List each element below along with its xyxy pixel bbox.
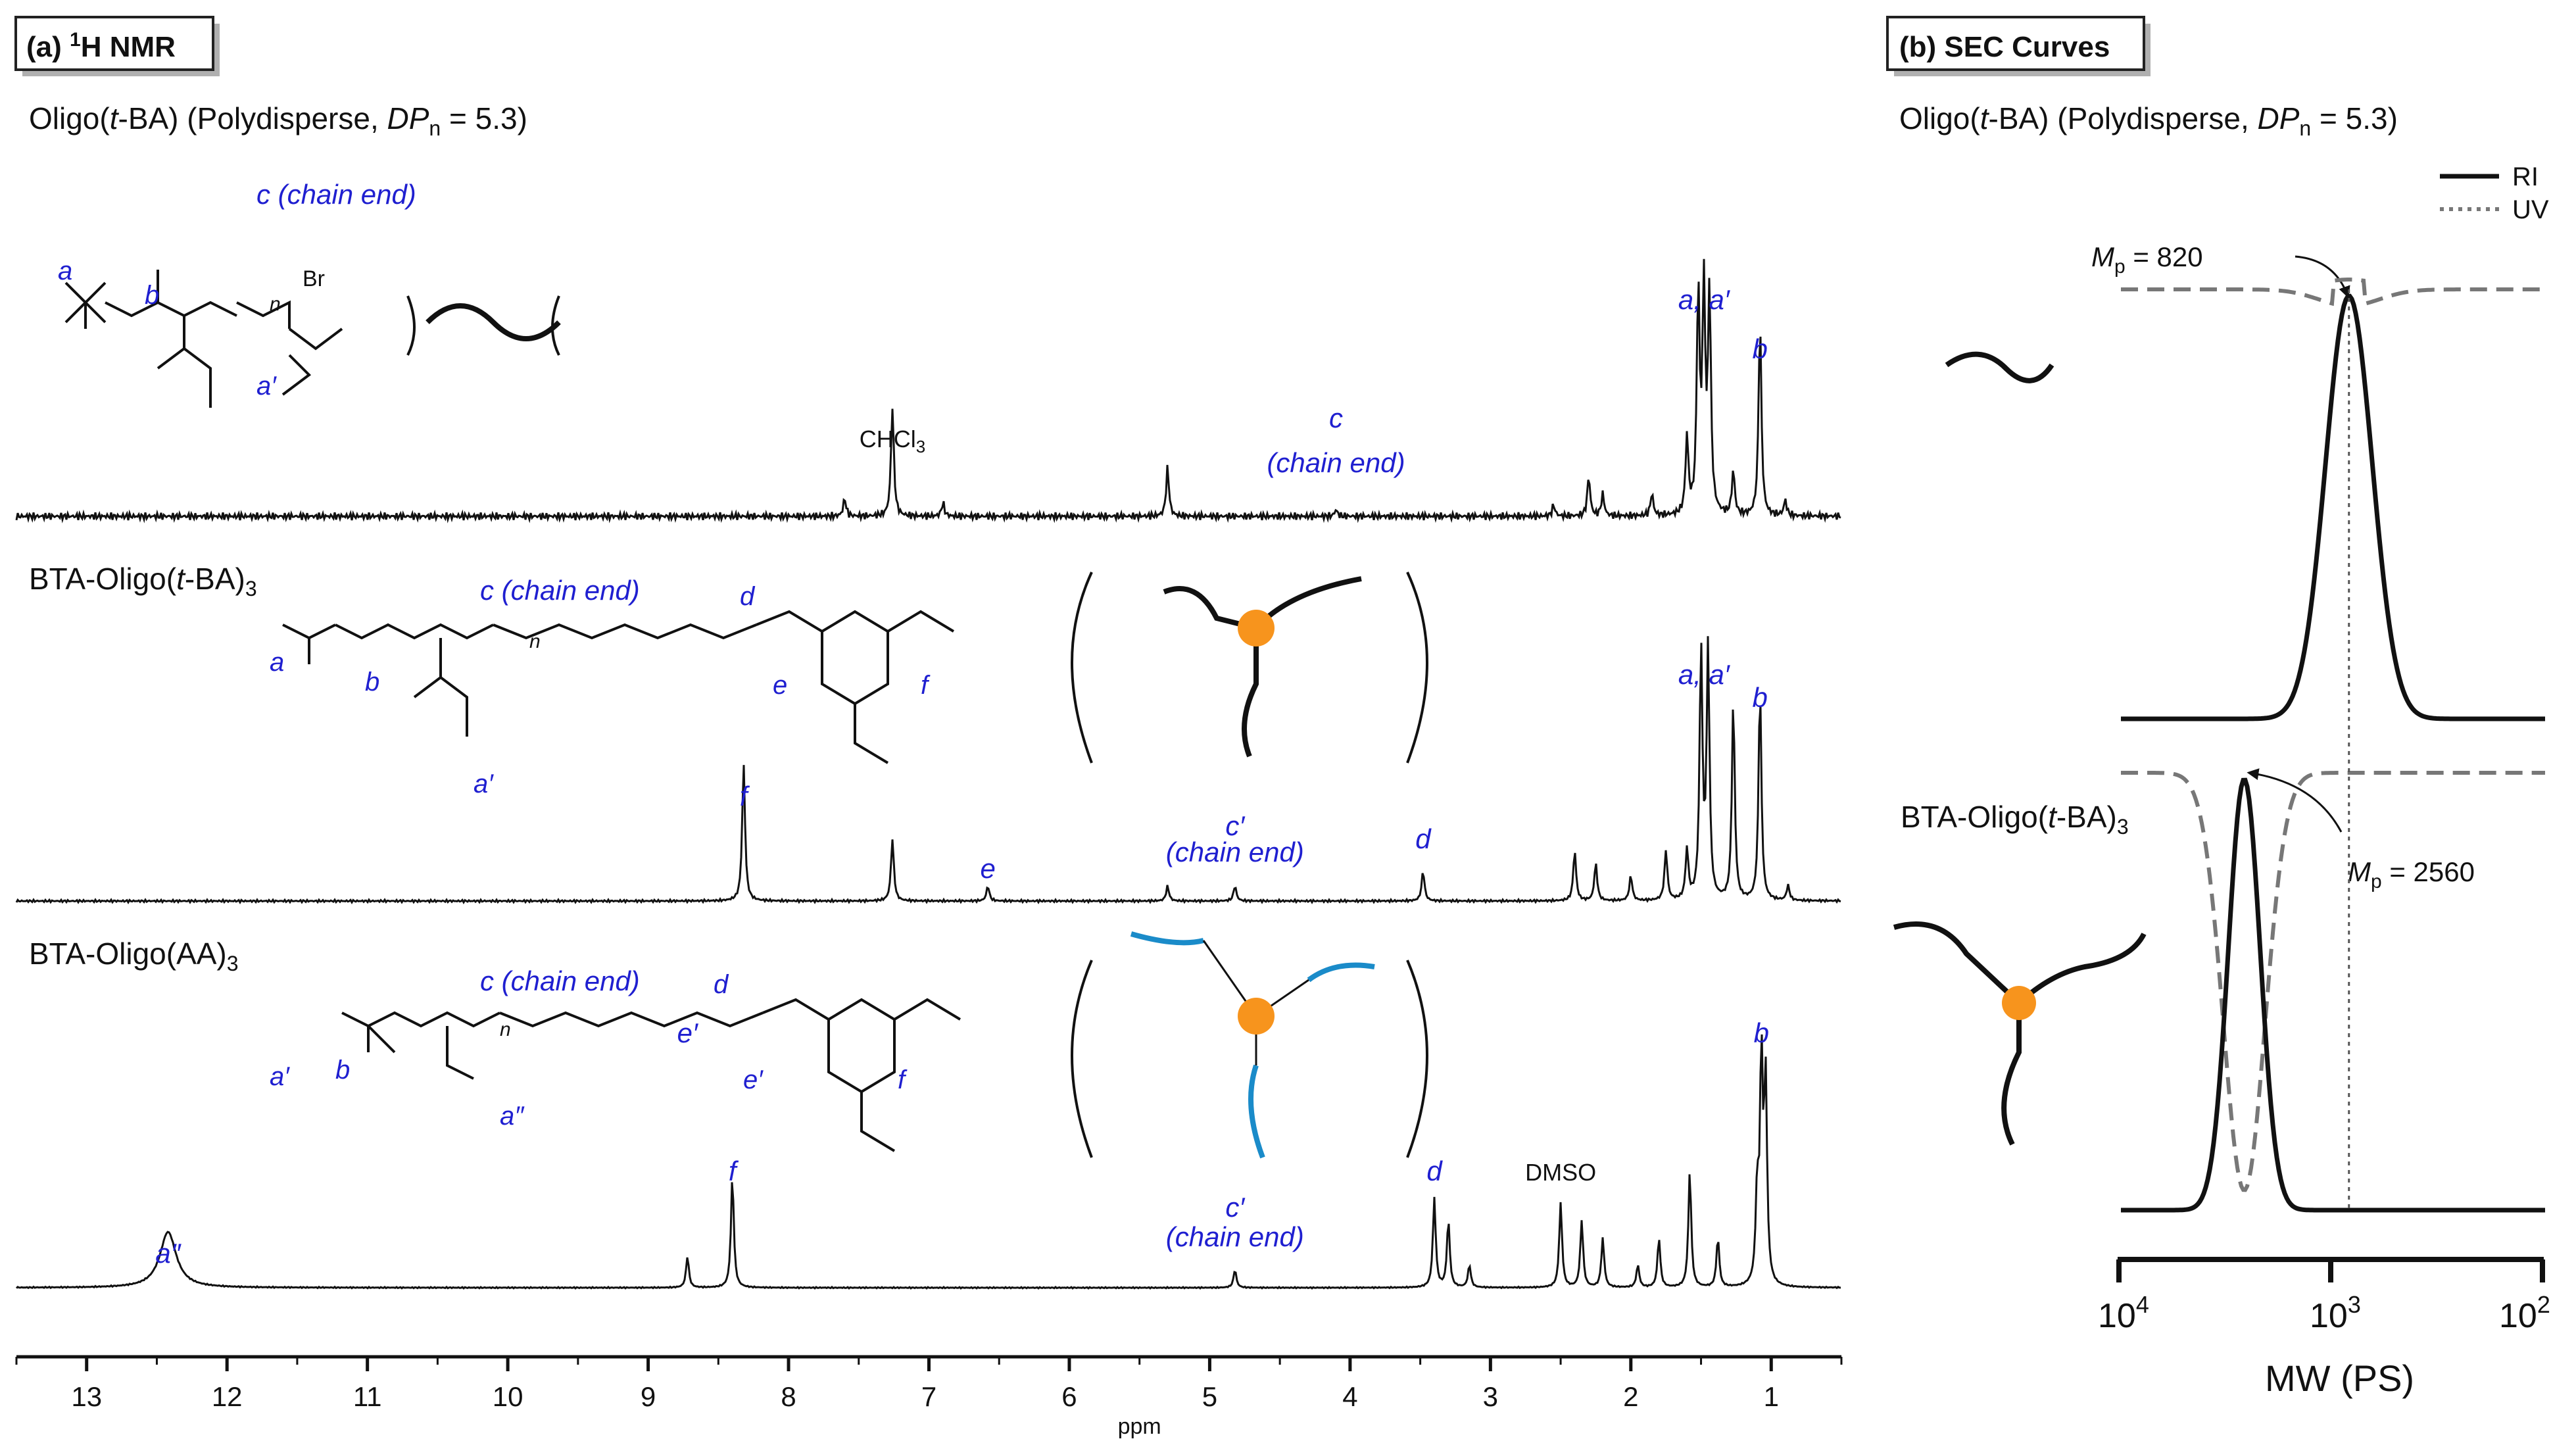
nmr-ticklabel-10: 10 [493,1381,523,1412]
legend-uv-label: UV [2512,195,2549,224]
star-polymer-icon [1893,921,2147,1146]
nmr-ticklabel-3: 3 [1483,1381,1498,1412]
nmr-anno-r3-1: e′ [677,1017,699,1048]
nmr-anno-r2-2: f [740,781,750,812]
nmr-ticklabel-1: 1 [1764,1381,1779,1412]
struct3-label-e-prime: e′ [743,1065,764,1094]
nmr-anno-r1-2: c [1329,402,1343,433]
nmr-anno-r3-0: a″ [155,1238,182,1269]
sec-legend: RI UV [2440,162,2549,224]
nmr-anno-r2-3: e [981,853,996,884]
row3-title: BTA-Oligo(AA)3 [29,937,239,975]
struct2-label-n: n [529,631,541,652]
nmr-ticklabel-5: 5 [1202,1381,1217,1412]
nmr-anno-r1-3: (chain end) [1267,447,1405,478]
structure-bta-oligo-tba [282,572,1428,764]
struct3-label-f: f [898,1065,908,1094]
nmr-anno-r2-0: a, a′ [1678,659,1731,690]
sec-ri-curve-2 [2121,777,2545,1213]
nmr-spectrum-2 [15,636,1841,904]
struct1-label-b: b [145,281,159,310]
struct2-label-a-prime: a′ [474,769,494,798]
structure-oligo-tba [64,270,561,408]
panel-a: (a) 1H NMR Oligo(t-BA) (Polydisperse, DP… [14,16,1843,1439]
struct3-label-d: d [714,970,729,999]
sec-ticklabel-1e3: 103 [2310,1291,2361,1335]
nmr-ticklabel-9: 9 [641,1381,656,1412]
struct2-label-d: d [740,582,756,611]
struct3-label-b: b [335,1056,350,1085]
struct2-label-f: f [921,671,931,700]
panel-b-label: (b) SEC Curves [1899,31,2110,63]
sec-ticklabel-1e4: 104 [2098,1291,2149,1335]
nmr-ticklabel-8: 8 [781,1381,796,1412]
struct2-label-b: b [365,668,379,696]
nmr-ticklabel-6: 6 [1061,1381,1077,1412]
struct3-label-a-prime: a′ [270,1062,290,1091]
nmr-anno-r3-5: d [1426,1156,1443,1186]
nmr-ticklabel-12: 12 [212,1381,243,1412]
nmr-anno-r3-3: c′ [1225,1192,1246,1223]
panel-a-label: (a) 1H NMR [26,29,176,63]
linear-chain-icon [1945,351,2054,383]
nmr-anno-r1-0: a, a′ [1678,284,1731,315]
nmr-ticklabel-2: 2 [1623,1381,1638,1412]
struct3-label-a-dprime: a″ [500,1102,525,1131]
struct3-label-n: n [500,1019,511,1040]
panel-b-subtitle: Oligo(t-BA) (Polydisperse, DPn = 5.3) [1899,101,2398,140]
panel-b-row2-title: BTA-Oligo(t-BA)3 [1901,800,2129,839]
struct1-label-br: Br [303,266,325,291]
legend-ri-label: RI [2512,162,2539,191]
nmr-ticklabel-7: 7 [921,1381,936,1412]
nmr-spectrum-3 [15,1034,1841,1290]
sec-uv-curve-2 [2121,771,2545,1192]
panel-a-label-box [14,16,214,71]
nmr-ticklabel-11: 11 [353,1381,382,1412]
sec-axis: 104 103 102 MW (PS) [2098,1257,2550,1399]
nmr-anno-r3-7: b [1754,1017,1769,1048]
nmr-anno-r1-1: b [1753,333,1768,364]
panel-b: (b) SEC Curves Oligo(t-BA) (Polydisperse… [1886,16,2550,1399]
bta-core-dot-1 [1238,610,1275,646]
nmr-anno-r2-4: c′ [1225,810,1246,841]
nmr-xlabel: ppm [1118,1414,1161,1439]
bta-aa-arms [1130,931,1375,1159]
sec-ri-curve-1 [2121,293,2545,721]
nmr-ticklabel-4: 4 [1342,1381,1357,1412]
nmr-spectrum-1 [15,258,1841,524]
nmr-spectra [15,258,1841,1290]
row1-title: Oligo(t-BA) (Polydisperse, DPn = 5.3) [29,101,527,140]
struct1-label-n: n [270,293,281,315]
struct1-label-c: c (chain end) [256,179,416,210]
nmr-anno-r3-6: DMSO [1525,1159,1596,1186]
bta-core-dot-2 [1238,998,1275,1035]
struct1-label-a: a [58,256,72,285]
sec-uv-curve-1 [2121,278,2545,306]
mp-2560-arrow [2247,768,2343,833]
mp-820-label: Mp = 820 [2091,241,2203,278]
nmr-anno-r2-5: (chain end) [1166,837,1304,867]
sec-ticklabel-1e2: 102 [2499,1291,2550,1335]
nmr-anno-r3-4: (chain end) [1166,1221,1304,1252]
row2-title: BTA-Oligo(t-BA)3 [29,562,257,600]
nmr-anno-r3-2: f [729,1156,739,1186]
mp-2560-label: Mp = 2560 [2348,856,2475,892]
mp-820-arrow [2295,255,2350,299]
structure-bta-oligo-aa [341,960,1428,1158]
struct2-label-e: e [773,671,787,700]
nmr-anno-r2-6: d [1415,823,1432,854]
nmr-anno-r2-1: b [1753,682,1768,713]
sec-curves [2121,278,2545,1213]
struct1-label-a-prime: a′ [256,372,277,401]
sec-xlabel: MW (PS) [2265,1357,2414,1399]
panel-b-label-box [1886,16,2145,71]
nmr-ticklabel-13: 13 [71,1381,102,1412]
nmr-anno-r1-4: CHCl3 [860,426,925,456]
struct2-label-c: c (chain end) [480,575,640,606]
struct3-label-c: c (chain end) [480,965,640,996]
struct2-label-a: a [270,648,284,677]
nmr-axis: 13 12 11 10 9 8 7 6 5 4 3 2 1 ppm [15,1355,1843,1439]
